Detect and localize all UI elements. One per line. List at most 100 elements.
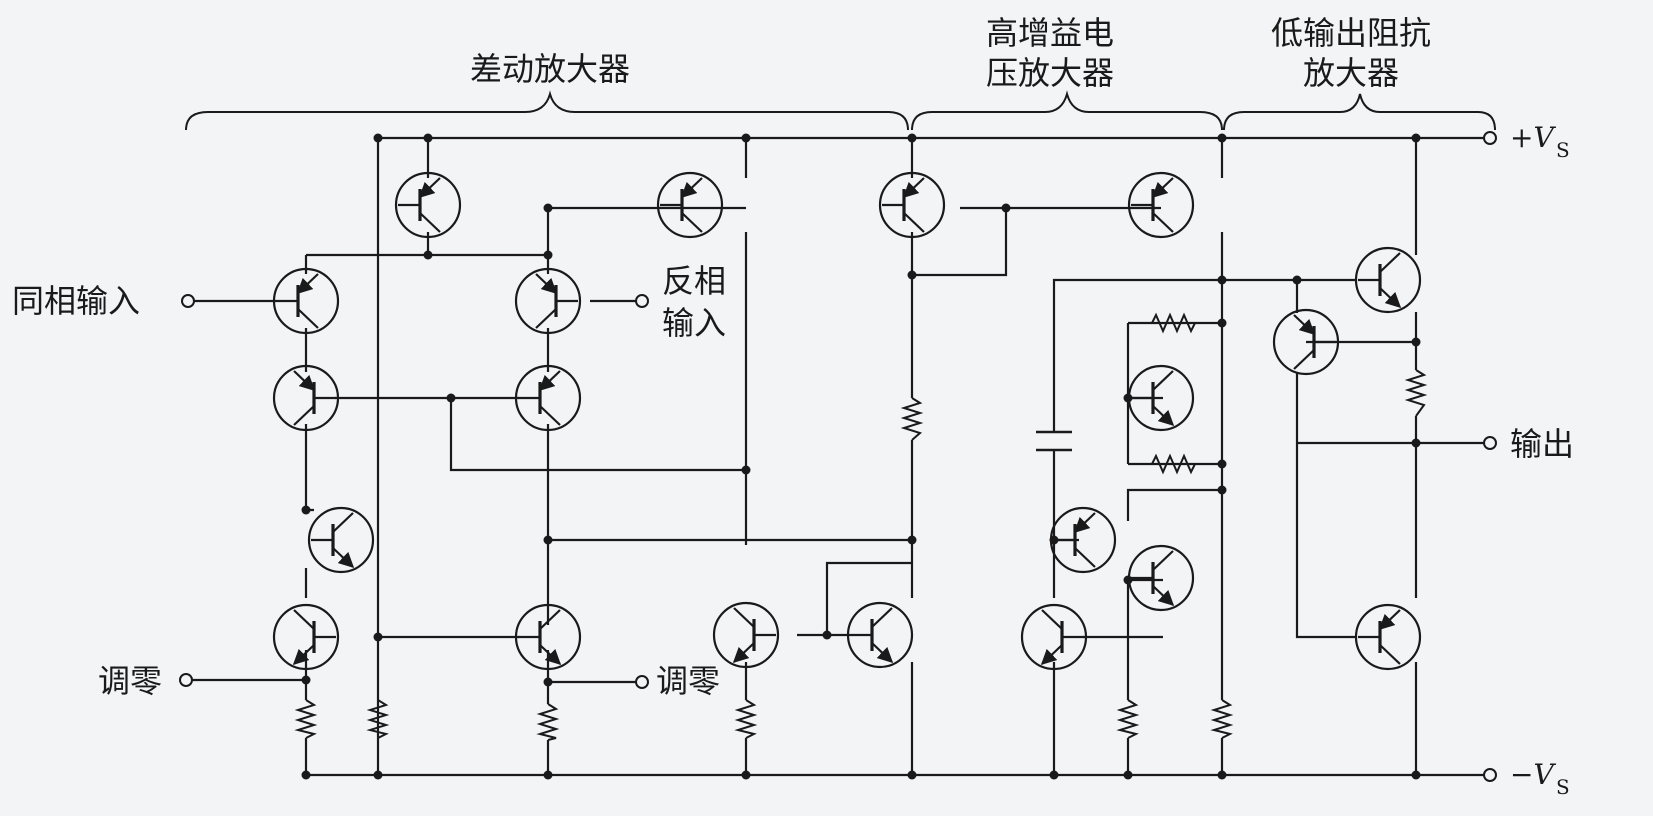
junction-dot [1049, 535, 1059, 545]
junction-dot [1217, 318, 1227, 328]
junction-dot [1411, 133, 1421, 143]
terminal-output[interactable] [1483, 436, 1497, 450]
junction-dot [301, 505, 311, 515]
label-null-right: 调零 [656, 662, 720, 700]
label-inv-input-1: 反相 [662, 262, 726, 300]
junction-dot [907, 270, 917, 280]
junction-dot [1217, 133, 1227, 143]
terminal-null-right[interactable] [635, 675, 649, 689]
label-noninv-input: 同相输入 [12, 282, 140, 320]
junction-dot [373, 133, 383, 143]
terminal-pos-supply[interactable] [1483, 131, 1497, 145]
terminals [179, 131, 1497, 782]
label-null-left: 调零 [98, 662, 162, 700]
junction-dot [543, 535, 553, 545]
junction-dot [1411, 438, 1421, 448]
junction-dot [543, 203, 553, 213]
resistor-r8 [1404, 369, 1428, 417]
resistor-r5 [900, 397, 924, 441]
transistor-q3 [272, 267, 340, 335]
terminal-noninv-input[interactable] [181, 294, 195, 308]
neg-subscript: S [1556, 775, 1570, 799]
label-output: 输出 [1510, 425, 1574, 463]
svg-text:−V: −V [1510, 758, 1556, 791]
junction-dot [373, 632, 383, 642]
section-label-low-output-1: 低输出阻抗 [1271, 14, 1431, 52]
transistor-q13 [1127, 171, 1195, 239]
transistor-q12 [878, 171, 946, 239]
junction-dot [741, 770, 751, 780]
junction-dot [373, 770, 383, 780]
resistor-r6 [1116, 699, 1140, 739]
resistor-r10 [1128, 453, 1222, 475]
compensation-capacitor [1036, 430, 1072, 452]
transistor-q19 [1272, 308, 1340, 376]
section-label-low-output-2: 放大器 [1303, 54, 1399, 92]
brace-high-gain [911, 90, 1223, 131]
brace-diff-amp [185, 90, 909, 131]
junction-dot [423, 250, 433, 260]
transistor-q9 [514, 603, 582, 671]
junction-dot [1411, 337, 1421, 347]
junction-dot [1217, 770, 1227, 780]
pos-subscript: S [1556, 138, 1570, 162]
resistor-r4 [734, 699, 758, 739]
terminal-inv-input[interactable] [635, 294, 649, 308]
transistor-q6 [514, 364, 582, 432]
neg-sign: − [1510, 758, 1533, 791]
terminal-null-left[interactable] [179, 673, 193, 687]
transistors [272, 171, 1422, 671]
resistor-r7 [1210, 699, 1234, 739]
transistor-q4 [514, 267, 582, 335]
section-label-high-gain-1: 高增益电 [986, 14, 1114, 52]
transistor-q11 [846, 601, 914, 669]
resistor-r2 [366, 699, 390, 739]
transistor-q7 [307, 506, 375, 574]
svg-text:+V: +V [1510, 121, 1556, 154]
junction-dot [907, 770, 917, 780]
transistor-q16 [1127, 544, 1195, 612]
junction-dot [446, 393, 456, 403]
junction-dot [907, 535, 917, 545]
label-inv-input-2: 输入 [662, 304, 726, 342]
transistor-q1 [394, 171, 462, 239]
junction-dot [1049, 770, 1059, 780]
junction-dot [543, 250, 553, 260]
junction-dot [301, 770, 311, 780]
junction-dot [1123, 575, 1133, 585]
resistors [294, 312, 1428, 741]
junction-dot [1217, 275, 1227, 285]
junction-dot [543, 677, 553, 687]
transistor-q5 [272, 364, 340, 432]
junctions [301, 133, 1421, 780]
junction-dot [1123, 770, 1133, 780]
junction-dot [822, 630, 832, 640]
wire-output [1222, 138, 1486, 775]
junction-dot [1411, 770, 1421, 780]
label-pos-supply: +V S [1510, 121, 1570, 162]
junction-dot [1217, 459, 1227, 469]
transistor-q17 [1020, 603, 1088, 671]
transistor-q20 [1354, 603, 1422, 671]
wire-high-gain [1052, 138, 1224, 775]
transistor-q18 [1354, 246, 1422, 314]
junction-dot [543, 770, 553, 780]
junction-dot [423, 133, 433, 143]
junction-dot [1292, 275, 1302, 285]
brace-low-output [1223, 93, 1496, 131]
transistor-q8 [272, 603, 340, 671]
junction-dot [301, 675, 311, 685]
resistor-r9 [1128, 312, 1222, 334]
transistor-q2 [656, 171, 724, 239]
junction-dot [1217, 485, 1227, 495]
junction-dot [907, 133, 917, 143]
pos-v: V [1533, 121, 1556, 154]
label-neg-supply: −V S [1510, 758, 1570, 799]
wiring [186, 136, 1486, 777]
resistor-r3 [536, 703, 560, 741]
junction-dot [1123, 393, 1133, 403]
section-label-high-gain-2: 压放大器 [986, 54, 1114, 92]
section-label-diff-amp: 差动放大器 [470, 50, 630, 88]
terminal-neg-supply[interactable] [1483, 768, 1497, 782]
